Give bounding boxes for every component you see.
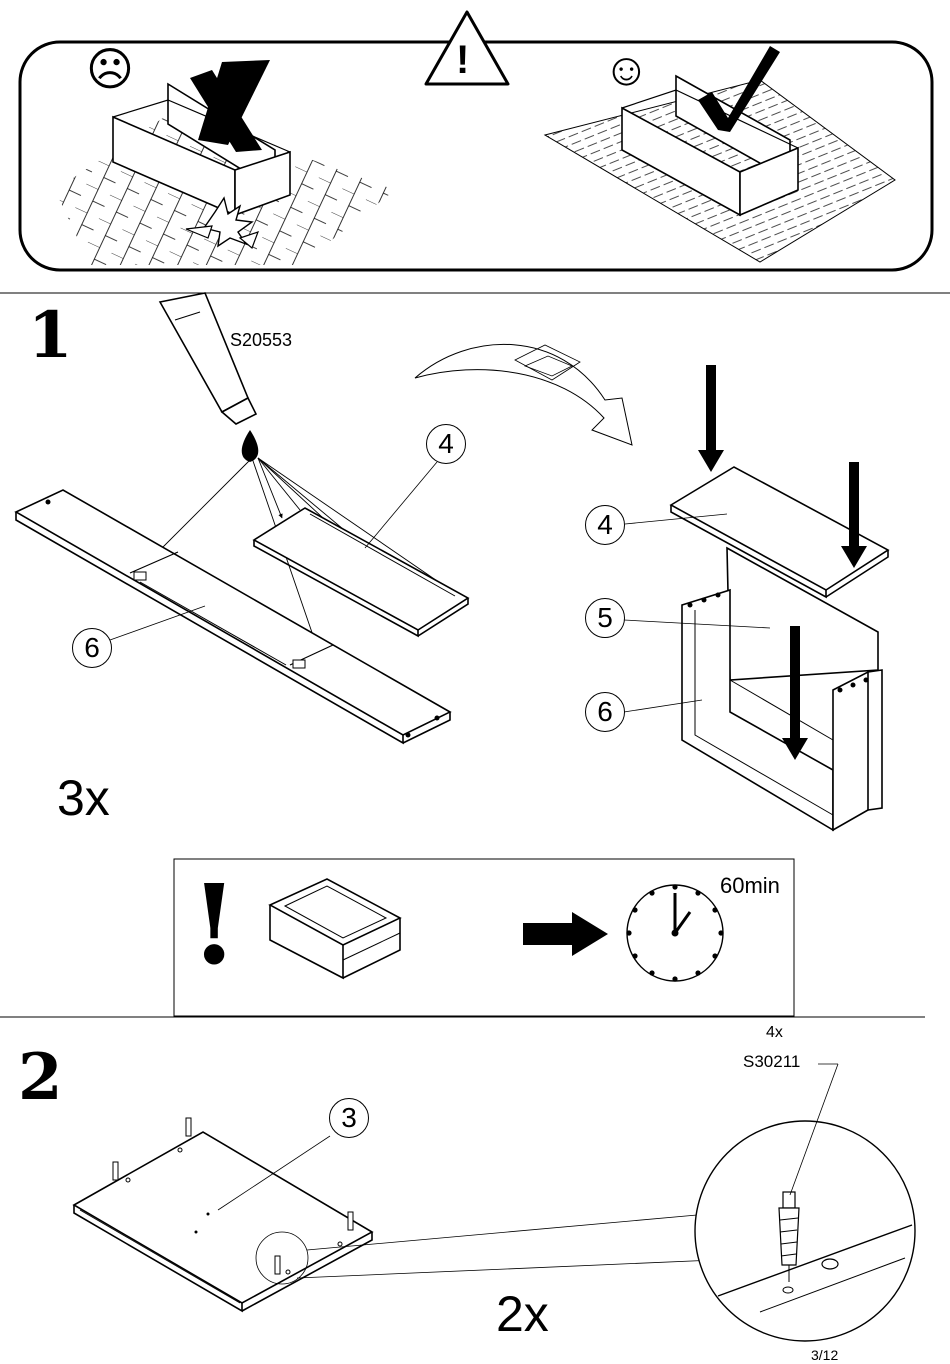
- fitting-code: S30211: [743, 1052, 800, 1072]
- right-arrow-icon: [523, 912, 608, 956]
- page-number: 3/12: [811, 1347, 838, 1363]
- step1-glue-illustration: [16, 293, 468, 743]
- part-label-3: 3: [329, 1098, 369, 1138]
- part-label-4-left: 4: [426, 424, 466, 464]
- warning-banner: [20, 12, 932, 270]
- fitting-count: 4x: [766, 1024, 783, 1042]
- part-label-6-right: 6: [585, 692, 625, 732]
- clock-icon: [626, 884, 723, 981]
- drying-time-label: 60min: [720, 873, 780, 899]
- step2-illustration: [74, 1064, 915, 1341]
- correct-rug-illustration: [545, 46, 895, 262]
- part-label-4-right: 4: [585, 505, 625, 545]
- step2-multiplier: 2x: [496, 1286, 549, 1342]
- step1-number: 1: [28, 304, 73, 368]
- exclamation-icon: !: [190, 860, 238, 990]
- step2-number: 2: [18, 1046, 63, 1110]
- step1-multiplier: 3x: [57, 770, 110, 826]
- part-label-6-left: 6: [72, 628, 112, 668]
- happy-face-icon: ☺: [603, 44, 650, 94]
- warning-triangle-icon: !: [456, 38, 469, 82]
- sad-face-icon: ☹: [86, 44, 134, 94]
- part-label-5-right: 5: [585, 598, 625, 638]
- step1-assembly-illustration: [624, 365, 888, 830]
- drying-time-note: [174, 859, 794, 1016]
- glue-code: S20553: [230, 330, 292, 351]
